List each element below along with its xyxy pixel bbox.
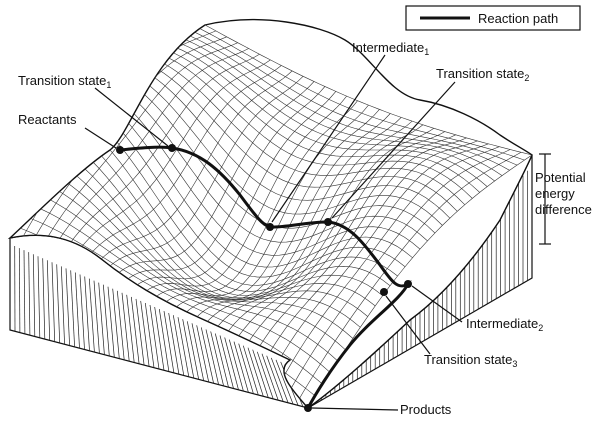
transition-state-1-point (168, 144, 176, 152)
intermediate-2-point (404, 280, 412, 288)
transition-state-1-label: Transition state1 (18, 73, 111, 90)
reactants-label: Reactants (18, 112, 77, 127)
reactants-point (116, 146, 124, 154)
energy-difference-line-3: difference (535, 202, 592, 217)
energy-difference-line-1: Potential (535, 170, 586, 185)
legend: Reaction path (406, 6, 580, 30)
legend-label: Reaction path (478, 11, 558, 26)
intermediate-1-label: Intermediate1 (352, 40, 429, 57)
intermediate-2-label: Intermediate2 (466, 316, 543, 333)
transition-state-2-point (324, 218, 332, 226)
energy-difference-line-2: energy (535, 186, 575, 201)
transition-state-3-point (380, 288, 388, 296)
intermediate-1-point (266, 223, 274, 231)
transition-state-3-label: Transition state3 (424, 352, 517, 369)
products-label: Products (400, 402, 452, 417)
products-point (304, 404, 312, 412)
transition-state-2-label: Transition state2 (436, 66, 529, 83)
